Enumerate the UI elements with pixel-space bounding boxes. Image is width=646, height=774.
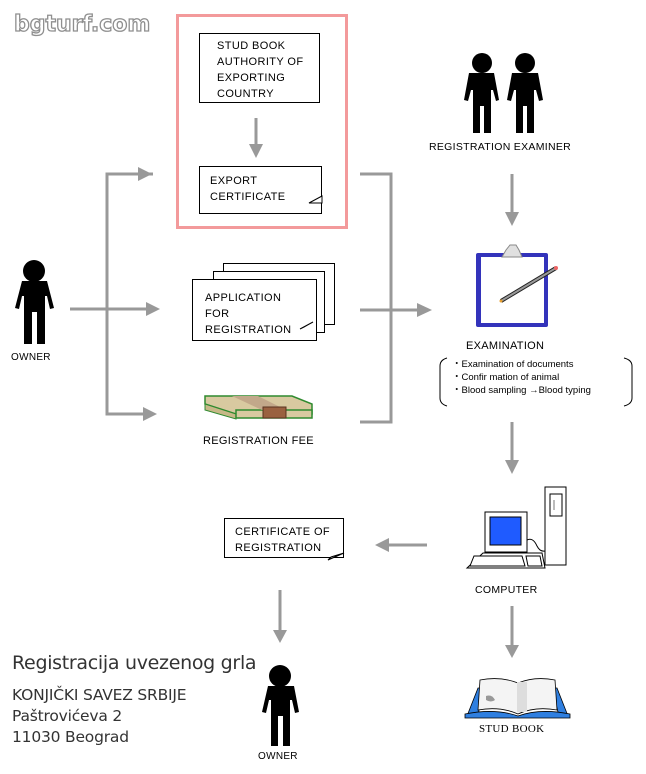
examination-label: EXAMINATION	[466, 340, 545, 352]
merge-bracket-connector	[360, 172, 420, 424]
examination-step: ・Blood sampling →Blood typing	[452, 385, 591, 396]
export-certificate-document: EXPORT CERTIFICATE	[199, 166, 322, 214]
organization-name: KONJIČKI SAVEZ SRBIJE	[12, 686, 187, 704]
export-certificate-line: CERTIFICATE	[210, 191, 286, 203]
examination-step: ・Confir mation of animal	[452, 372, 560, 383]
computer-label: COMPUTER	[475, 584, 538, 596]
arrow-examination-to-computer	[505, 422, 519, 474]
arrow-computer-to-studbook	[505, 606, 519, 658]
certificate-line: CERTIFICATE OF	[235, 526, 331, 538]
export-documents-highlight	[176, 14, 348, 229]
owner-branch-connector	[70, 172, 153, 416]
owner-person-icon-bottom	[262, 665, 299, 746]
owner-person-icon	[15, 260, 54, 344]
arrow-authority-to-certificate	[249, 118, 263, 158]
site-watermark: bgturf.com	[13, 11, 151, 37]
registration-examiner-label: REGISTRATION EXAMINER	[429, 141, 572, 153]
arrow-certificate-to-owner	[273, 590, 287, 643]
arrow-to-examination	[417, 303, 432, 317]
arrow-examiner-to-examination	[505, 174, 519, 226]
arrow-to-registration-fee	[143, 407, 157, 421]
computer-icon	[465, 486, 567, 569]
stud-book-authority-line: STUD BOOK	[217, 40, 286, 52]
owner-label: OWNER	[11, 352, 51, 363]
money-stack-icon	[204, 395, 313, 420]
examination-list-bracket	[439, 357, 633, 407]
clipboard-icon	[476, 244, 558, 327]
street-address: Paštrovićeva 2	[12, 707, 123, 725]
arrow-to-export-certificate	[138, 167, 152, 181]
application-line: REGISTRATION	[205, 324, 292, 336]
page-title: Registracija uvezenog grla	[12, 652, 257, 674]
certificate-of-registration-document: CERTIFICATE OF REGISTRATION	[224, 518, 344, 558]
application-for-registration-document: APPLICATION FOR REGISTRATION	[192, 279, 317, 341]
city-address: 11030 Beograd	[12, 728, 129, 746]
export-certificate-line: EXPORT	[210, 175, 258, 187]
examination-steps-list: ・Examination of documents ・Confir mation…	[440, 358, 632, 408]
application-line: APPLICATION	[205, 292, 282, 304]
certificate-line: REGISTRATION	[235, 542, 322, 554]
owner-bottom-label: OWNER	[258, 751, 298, 762]
registration-fee-label: REGISTRATION FEE	[203, 435, 314, 447]
registration-examiner-icon	[464, 53, 543, 133]
folded-corner-icon	[299, 195, 345, 561]
application-line: FOR	[205, 308, 230, 320]
arrow-to-application	[146, 302, 160, 316]
stud-book-authority-box: STUD BOOK AUTHORITY OF EXPORTING COUNTRY	[199, 33, 320, 103]
arrow-computer-to-certificate	[375, 538, 427, 552]
stud-book-label: STUD BOOK	[479, 723, 545, 735]
stud-book-authority-line: AUTHORITY OF	[217, 56, 304, 68]
examination-step: ・Examination of documents	[452, 359, 574, 370]
stud-book-authority-line: EXPORTING	[217, 72, 286, 84]
open-book-icon	[464, 678, 571, 719]
stud-book-authority-line: COUNTRY	[217, 88, 274, 100]
